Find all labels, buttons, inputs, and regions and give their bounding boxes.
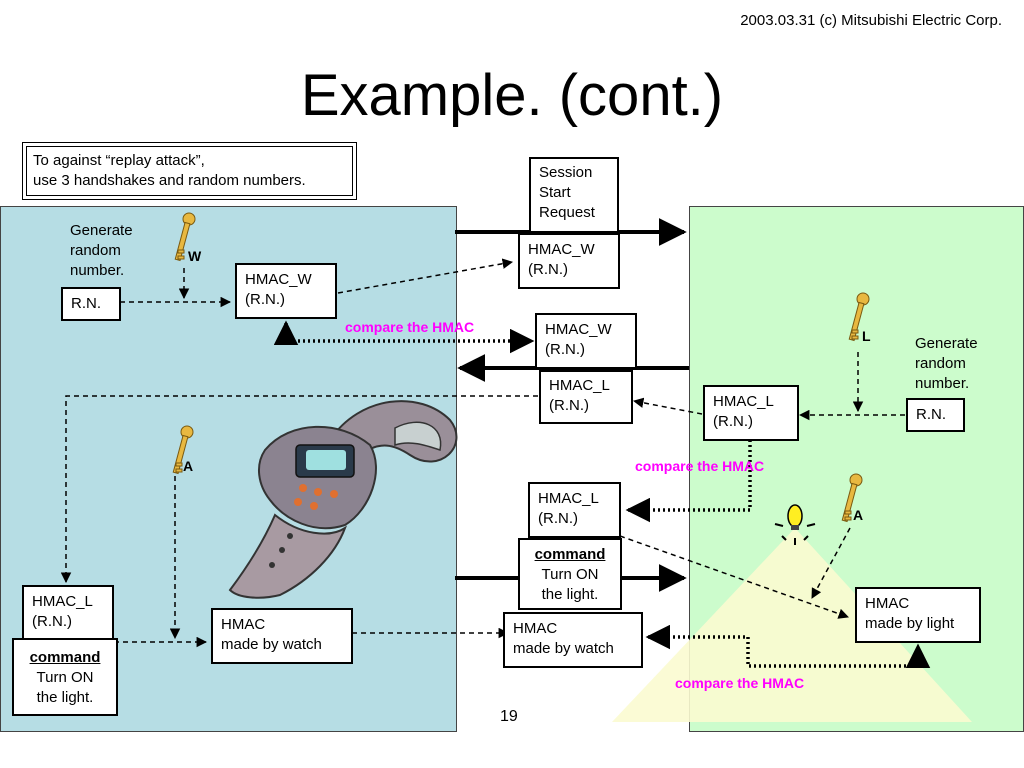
light-bulb-icon: [774, 504, 816, 545]
key-w-label: W: [188, 248, 202, 264]
key-a-left-label: A: [183, 458, 194, 474]
right-generate-label: Generate random number.: [915, 335, 978, 392]
replay-attack-note: To against “replay attack”, use 3 handsh…: [22, 142, 357, 200]
slide-title: Example. (cont.): [300, 63, 724, 128]
copyright-text: 2003.03.31 (c) Mitsubishi Electric Corp.: [740, 12, 1002, 29]
left-random-number-box: R.N.: [61, 287, 121, 321]
key-a-right-label: A: [853, 507, 864, 523]
left-generate-label: Generate random number.: [70, 222, 133, 279]
note-line-1: To against “replay attack”,: [33, 152, 205, 169]
right-hmac-l-box: HMAC_L(R.N.): [703, 385, 799, 441]
page-number: 19: [500, 708, 518, 725]
middle-hmac-l-box-1: HMAC_L(R.N.): [539, 370, 633, 424]
key-a-right-icon: [841, 473, 863, 523]
key-w-icon: [174, 212, 196, 262]
compare-hmac-label-1: compare the HMAC: [345, 319, 475, 335]
middle-hmac-w-box-2: HMAC_W(R.N.): [535, 313, 637, 369]
wrist-watch-icon: [228, 400, 458, 599]
right-random-number-box: R.N.: [906, 398, 965, 432]
key-l-icon: [848, 292, 870, 342]
compare-hmac-label-3: compare the HMAC: [675, 675, 805, 691]
key-l-label: L: [862, 328, 871, 344]
middle-command-box: command Turn ON the light.: [518, 538, 622, 610]
middle-hmac-w-box-1: HMAC_W(R.N.): [518, 233, 620, 289]
note-line-2: use 3 handshakes and random numbers.: [33, 172, 306, 189]
left-hmac-w-box: HMAC_W(R.N.): [235, 263, 337, 319]
left-hmac-l-box: HMAC_L(R.N.): [22, 585, 114, 641]
left-command-box: command Turn ON the light.: [12, 638, 118, 716]
key-a-left-icon: [172, 425, 194, 475]
compare-hmac-label-2: compare the HMAC: [635, 458, 765, 474]
middle-hmac-l-box-2: HMAC_L(R.N.): [528, 482, 621, 538]
